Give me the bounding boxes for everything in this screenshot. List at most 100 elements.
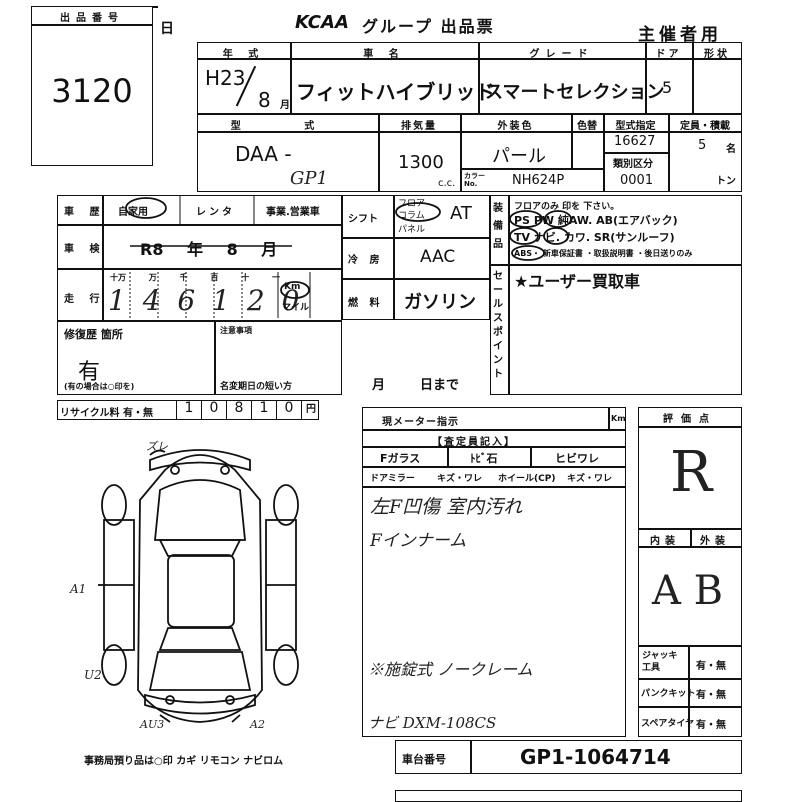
notes-label: 注意事項 [220,326,252,335]
score-block [638,407,742,737]
inspector-note-4: ナビ DXM-108CS [368,714,497,732]
colorcode-value: NH624P [512,173,565,188]
doors-label: ドア [655,49,682,60]
second-row [197,114,742,192]
mileage-handwritten: 1 4 6 1 2 0 [108,284,304,317]
sales-point-label: セールスポイント [493,271,503,380]
diagram-mark-left: A1 [70,582,87,596]
jack-label: ジャッキ工具 [642,651,678,673]
mid-block [342,195,490,320]
sales-point-text: ★ユーザー買取車 [514,272,641,291]
load-unit: トン [716,176,736,187]
tone-label: 色替 [577,121,597,132]
diagram-mark-bottom-right: A2 [250,718,265,731]
name-label: 車 名 [363,49,405,60]
history-rental: レンタ [196,207,235,218]
cc-value: 1300 [398,152,444,173]
spare-label: スペアタイヤ [641,719,695,729]
mirror-state: キズ・ワレ [437,474,483,484]
capacity-unit: 名 [726,144,736,155]
month-value: 8 [258,88,271,112]
car-name: フィットハイブリッド [296,80,496,104]
cc-label: 排気量 [401,121,437,132]
ac-value: AAC [420,247,456,267]
shift-label: シフト [348,214,378,225]
inspector-note-1: 左F凹傷 室内汚れ [370,496,523,518]
inspector-block [362,407,626,737]
crack-label: ヒビワレ [555,452,599,465]
meter-unit: Km [611,414,626,423]
repair-note: (有の場合は○印を) [64,382,135,391]
lot-suffix: 日 [160,21,174,37]
equipment-row1: フロアのみ 印を 下さい。 [514,202,620,212]
kcaa-logo: KCAA [295,12,349,33]
shift-value: AT [450,203,472,224]
fuel-label: 燃 料 [348,298,384,309]
typedesig-label: 型式指定 [615,121,656,132]
notes-day: 日まで [420,378,460,393]
capacity-label: 定員・積載 [680,121,730,132]
jack-yn: 有・無 [696,661,726,672]
mileage-label: 走 行 [64,294,106,305]
lot-label: 出品番号 [60,13,124,24]
category-label: 類別区分 [613,159,653,170]
top-row [197,42,742,114]
model-label: 型 式 [230,121,345,132]
notes-month: 月 [372,378,386,393]
shift-panel: パネル [398,225,426,235]
diagram-mark-left2: U2 [84,668,102,682]
chassis-label: 車台番号 [402,753,446,766]
short-date-label: 名変期日の短い方 [220,382,293,392]
exterior-label: 外装 [700,536,730,547]
colorcode-label: カラー No. [464,172,485,188]
month-unit: 月 [280,100,290,111]
form-title: グループ 出品票 [362,17,495,36]
recycle-label: リサイクル料 有・無 [60,408,153,419]
shift-column: コラム [398,211,425,221]
fuel-value: ガソリン [404,292,476,313]
chip-label: ﾄﾋﾞ石 [470,452,498,465]
inspection-label: 車 検 [64,244,106,255]
doors-value: 5 [662,78,673,97]
typedesig-value: 16627 [614,134,656,149]
score-value: R [670,440,713,505]
lot-number: 3120 [51,72,133,110]
mileage-km: Km [284,282,301,292]
f-glass-label: Fガラス [380,452,421,465]
meter-label: 現メーター指示 [382,417,459,428]
chassis-block [395,740,742,774]
history-private: 自家用 [118,207,148,218]
color-label: 外装色 [497,121,534,132]
office-keep-note: 事務局預り品は○印 カギ リモコン ナビロム [84,756,284,767]
model-value: DAA - [235,142,292,166]
interior-label: 内装 [650,536,680,547]
mileage-digit-headers: 十万 万 千 百 十 一 [110,273,280,282]
year-value: H23 [205,66,246,90]
year-label: 年 式 [222,49,265,60]
inspector-note-2: Fインナーム [370,531,467,551]
mileage-mile: マイル [282,303,310,313]
shape-label: 形状 [704,49,730,60]
cc-unit: c.c. [438,178,456,189]
history-business: 事業.営業車 [266,207,320,218]
history-label: 車 歴 [64,207,106,218]
diagram-mark-bottom-left: AU3 [140,718,165,731]
puncture-label: パンクキット [641,689,696,699]
equipment-row3: TV ナビ. カワ. SR(サンルーフ) [514,231,675,244]
inspection-value: R8 年 8 月 [140,240,278,259]
organizer-label: 主催者用 [638,25,722,45]
equipment-block [490,195,742,265]
repair-label: 修復歴 箇所 [64,328,123,341]
equipment-row2: PS PW 純AW. AB(エアバック) [514,214,678,227]
diagram-mark-top: ズレ [146,440,168,453]
color-value: パール [492,146,546,167]
lot-box [31,6,153,166]
category-value: 0001 [620,173,654,188]
recycle-digits: 1 0 8 1 0 円 [176,400,320,420]
capacity-value: 5 [698,138,707,153]
repair-value: 有 [78,360,101,385]
chassis-value: GP1-1064714 [520,745,671,769]
ie-score: A B [652,568,723,614]
score-label: 評価点 [663,414,717,425]
equipment-row4: ABS・ 新車保証書 ・取扱説明書 ・後日送りのみ [514,249,693,258]
